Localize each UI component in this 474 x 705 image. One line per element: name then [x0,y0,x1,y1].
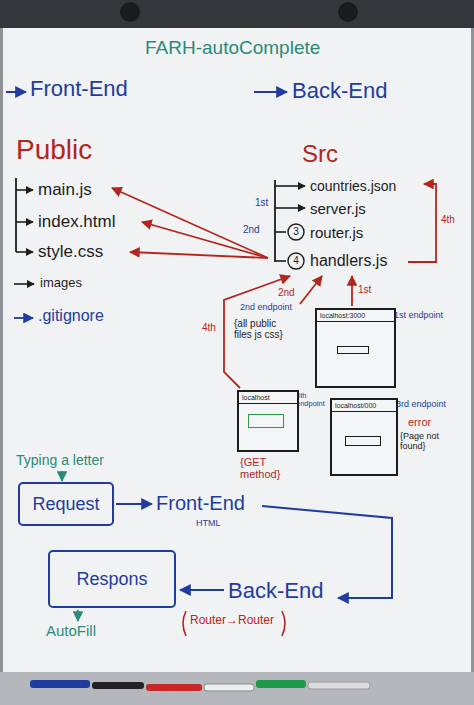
file-name: countries.json [310,178,396,194]
marker [92,682,144,689]
endpoint-arrow [300,276,322,304]
list-bracket [15,178,17,252]
list-bracket [274,180,276,262]
browser-window: localhost/000 [330,398,398,476]
section-heading: Back-End [292,78,387,103]
note: {all public files js css} [234,318,292,340]
magnet [120,2,140,22]
endpoint-arrow [351,276,353,306]
address-text: localhost:3000 [317,310,394,322]
process-box: Request [18,482,114,526]
note: Router→Router [190,614,274,628]
list-arrow [275,260,286,262]
callout-number: 3 [288,226,304,238]
folder-name: Public [16,134,92,166]
endpoint-label: 3rd endpoint [396,400,446,410]
page-element [337,346,369,354]
order-number: 1st [358,284,371,296]
magnet [338,2,358,22]
step-label: Typing a letter [16,452,104,468]
note: HTML [196,518,221,528]
marker [204,684,254,691]
box-text: Respons [70,569,153,590]
note: error [408,416,431,429]
note: {GET method} [240,456,298,480]
marker [146,684,202,691]
section-heading: Front-End [30,76,128,101]
number-circle [288,253,304,269]
browser-window: localhost:3000 [315,308,396,388]
wall-strip [0,0,474,28]
board-frame [471,28,474,672]
board-title: FARH-autoComplete [145,37,320,59]
serve-arrow [112,188,268,258]
browser-window: localhost [237,390,299,452]
note: {Page not found} [400,432,460,452]
callout-number: 4 [288,255,304,267]
flow-arrow [180,589,224,591]
flow-arrow [116,503,152,505]
file-name: .gitignore [38,307,104,325]
address-text: localhost [239,392,297,404]
step-label: AutoFill [46,622,96,639]
step-label: Front-End [156,492,245,515]
heading-arrow [6,91,26,93]
list-arrow [16,221,33,223]
endpoint-label: 2nd endpoint [240,302,292,312]
list-arrow [16,189,33,191]
marker [308,682,370,689]
file-name: images [40,276,82,291]
serve-arrow [130,252,268,258]
file-name: style.css [38,242,103,262]
file-name: router.js [310,224,363,241]
order-number: 2nd [278,287,295,299]
endpoint-label: 1st endpoint [394,310,443,320]
flow-arrow [77,610,79,621]
order-number: 4th [202,322,216,334]
board-frame [0,28,3,672]
file-name: server.js [310,200,366,217]
step-label: Back-End [228,578,323,603]
list-arrow [275,231,286,233]
marker [30,680,90,688]
list-arrow [16,251,33,253]
list-arrow [14,283,34,285]
folder-name: Src [302,140,338,168]
list-arrow [275,185,305,187]
marker-tray [0,672,474,705]
order-number: 4th [441,214,455,226]
read-arrow [408,184,436,262]
list-arrow [14,317,33,319]
endpoint-label: 4th endpoint [296,392,326,409]
file-name: handlers.js [310,252,387,270]
process-box: Respons [48,550,176,608]
bracket [282,611,285,636]
heading-arrow [254,91,287,93]
marker [256,680,306,688]
file-name: main.js [38,180,92,200]
order-number: 1st [255,197,268,209]
order-number: 2nd [243,224,260,236]
file-name: index.html [38,212,115,232]
box-text: Request [26,494,105,515]
bracket [183,611,186,636]
flow-arrow [61,471,63,481]
number-circle [288,224,304,240]
page-element [248,414,284,428]
page-element [345,436,381,446]
list-arrow [275,207,305,209]
address-text: localhost/000 [332,400,396,412]
